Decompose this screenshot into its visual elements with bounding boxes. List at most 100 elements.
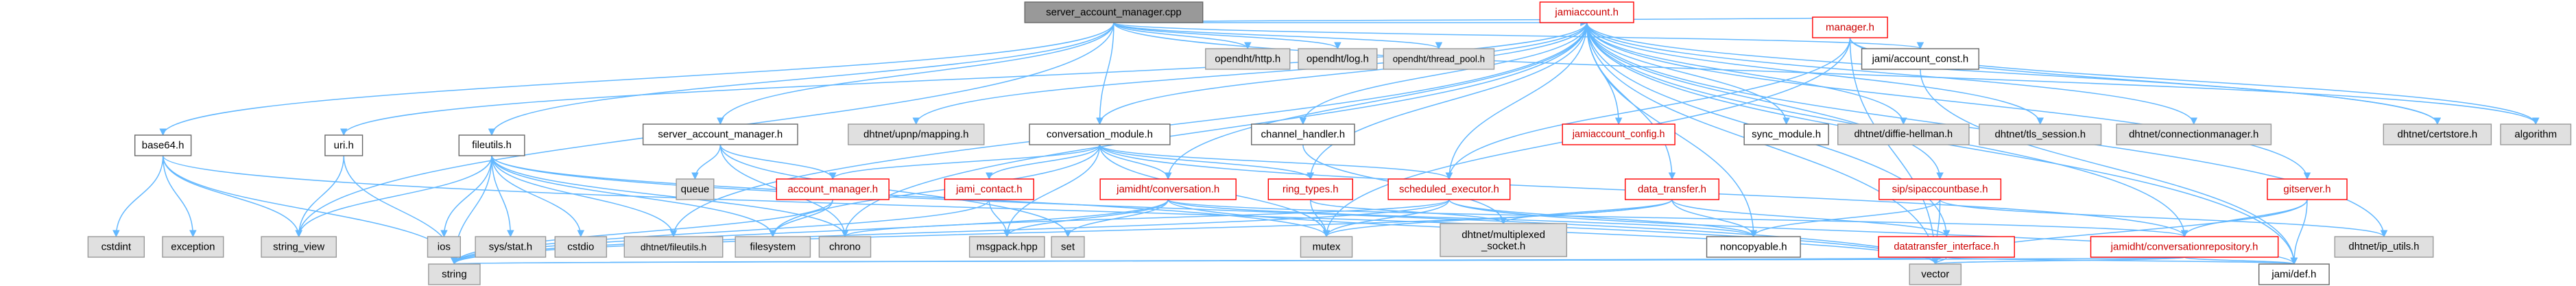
node-label: ring_types.h [1283,184,1339,195]
node-jamiaccount[interactable]: jamiaccount.h [1539,1,1634,23]
node-box [1539,1,1634,23]
dependency-edges [112,16,2540,265]
node-label: server_account_manager.h [658,129,783,141]
node-label: jami_contact.h [955,184,1023,195]
node-box [2258,263,2330,285]
node-label: dhtnet/certstore.h [2397,129,2477,141]
node-box [1298,48,1378,70]
node-label: jamiaccount_config.h [1572,129,1665,140]
node-box [1624,178,1719,200]
node-box [818,236,872,258]
edge-base64-to-string_view [162,155,302,238]
edge-conv_module-to-account_manager [829,144,1101,180]
node-conn-mgr: dhtnet/connectionmanager.h [2116,123,2272,145]
node-box [1861,48,1979,70]
edge-root-to-http [1113,22,1252,50]
node-label: dhtnet/fileutils.h [641,241,706,252]
node-jamidht-conv[interactable]: jamidht/conversation.h [1099,178,1237,200]
node-label: ios [438,241,451,253]
node-thread-pool: opendht/thread_pool.h [1383,48,1495,70]
edge-jamiaccount-to-gitserver [1586,22,2311,180]
edge-jamiaccount-to-sipaccountbase [1586,22,1944,180]
edge-sipaccountbase-to-noncopyable [1750,199,1941,238]
edge-jamiaccount-to-channel_handler [1299,22,1588,126]
node-label: opendht/http.h [1215,53,1280,65]
edge-uri-to-string_view [295,155,345,238]
node-jami-def[interactable]: jami/def.h [2258,263,2330,285]
edge-root-to-base64 [159,22,1114,136]
node-box [1387,178,1511,200]
node-jami-contact[interactable]: jami_contact.h [944,178,1034,200]
edge-base64-to-cstdint [112,155,164,238]
edge-datatransfer_iface-to-jami_def [1946,257,2298,265]
node-gitserver[interactable]: gitserver.h [2267,178,2348,200]
node-label: dhtnet/upnp/mapping.h [863,129,968,141]
node-upnp: dhtnet/upnp/mapping.h [848,123,985,145]
node-base64[interactable]: base64.h [134,134,192,156]
node-label: opendht/thread_pool.h [1393,54,1485,64]
node-channel-handler[interactable]: channel_handler.h [1251,123,1355,145]
edge-root-to-manager [1113,16,1852,25]
node-conv-repo[interactable]: jamidht/conversationrepository.h [2090,236,2279,258]
node-label: mutex [1313,241,1341,253]
edge-conv_repo-to-vector [1932,257,2185,265]
edge-jamiaccount-to-sync_module [1586,22,1790,126]
edge-root-to-log [1113,22,1341,50]
edge-conv_module-to-scheduled_exec [1099,144,1453,180]
edge-data_transfer-to-datatransfer_iface [1671,199,1951,238]
edge-root-to-conv_module [1096,22,1114,126]
node-ring-types[interactable]: ring_types.h [1267,178,1353,200]
node-label: fileutils.h [472,140,512,151]
node-box [1743,123,1829,145]
edge-account_const-to-jami_def [1920,69,2298,265]
node-label: filesystem [750,241,796,253]
node-account-const[interactable]: jami/account_const.h [1861,48,1979,70]
edge-jamiaccount-to-jamidht_conv [1164,22,1588,180]
node-box [1562,123,1675,145]
node-label: conversation_module.h [1047,129,1153,141]
node-box [554,236,608,258]
node-label: chrono [829,241,861,253]
node-fileutils[interactable]: fileutils.h [458,134,525,156]
edge-jamiaccount-to-conv_module [1096,22,1588,126]
node-scheduled-exec[interactable]: scheduled_executor.h [1387,178,1511,200]
node-box [1383,48,1495,70]
node-conv-module[interactable]: conversation_module.h [1029,123,1171,145]
node-tls-session: dhtnet/tls_session.h [1979,123,2102,145]
node-label: queue [681,184,710,195]
node-label: scheduled_executor.h [1399,184,1499,195]
node-noncopyable[interactable]: noncopyable.h [1706,236,1801,258]
edge-jamidht_conv-to-msgpack [1003,199,1169,238]
edge-fileutils-to-mutex [491,155,1331,238]
node-account-manager[interactable]: account_manager.h [776,178,890,200]
node-uri[interactable]: uri.h [324,134,363,156]
node-box [458,134,525,156]
edge-jamiaccount-to-conn_mgr [1586,22,2197,126]
edge-fileutils-to-string_view [295,155,492,238]
node-label: data_transfer.h [1638,184,1706,195]
edge-jamiaccount-to-ring_types [1307,22,1588,180]
node-label: jamidht/conversationrepository.h [2110,241,2258,253]
node-data-transfer[interactable]: data_transfer.h [1624,178,1719,200]
node-sync-module[interactable]: sync_module.h [1743,123,1829,145]
node-box [1812,16,1888,38]
node-datatransfer-iface[interactable]: datatransfer_interface.h [1878,236,2015,258]
dependency-nodes: server_account_manager.cppopendht/http.h… [87,1,2572,285]
node-manager[interactable]: manager.h [1812,16,1888,38]
edge-account_manager-to-filesystem [769,199,833,238]
node-box [2334,236,2434,258]
node-jami-config[interactable]: jamiaccount_config.h [1562,123,1675,145]
edge-conv_module-to-msgpack [1003,144,1101,238]
node-box [1879,178,2002,200]
edge-data_transfer-to-multiplexed [1500,199,1673,225]
node-sys-stat: sys/stat.h [475,236,547,258]
edge-jamiaccount-to-certstore [1586,22,2441,126]
node-server-mgr[interactable]: server_account_manager.h [642,123,798,145]
node-sipaccountbase[interactable]: sip/sipaccountbase.h [1879,178,2002,200]
node-box [1267,178,1353,200]
node-box [2500,123,2572,145]
node-box [676,178,715,200]
node-box [134,134,192,156]
edge-fileutils-to-chrono [491,155,849,238]
node-ios: ios [427,236,461,258]
